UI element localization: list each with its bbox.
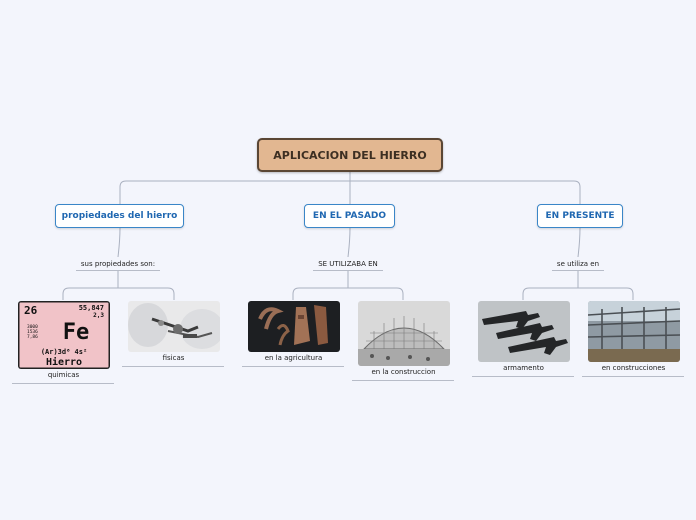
root-label: APLICACION DEL HIERRO [273,148,427,162]
leaf-construccion[interactable]: en la construccion [353,301,454,378]
leaf-label: armamento [503,364,544,372]
sub-node-presente[interactable]: se utiliza en [548,258,608,270]
iron-element-tile-image: 26 55,847 2,3 3000 1536 7,86 Fe (Ar)3d⁶ … [17,301,110,369]
leaf-underline [122,366,224,367]
branch-label: EN EL PASADO [312,211,387,221]
rifles-photo-image [477,301,570,362]
tile-oxidation: 2,3 [93,312,104,319]
leaf-label: en la agricultura [264,354,323,362]
connector-root-branch-1 [119,172,351,204]
tile-property-1: 3000 [27,324,38,330]
leaf-underline [12,383,114,384]
tile-atomic-mass: 55,847 [78,304,103,312]
leaf-quimicas[interactable]: 26 55,847 2,3 3000 1536 7,86 Fe (Ar)3d⁶ … [13,301,114,381]
leaf-label: quimicas [47,371,80,379]
connector-sub-2-leaves [292,270,404,300]
leaf-underline [242,366,344,367]
sub-underline [313,270,383,271]
ancient-iron-tools-photo-image [247,301,340,352]
leaf-fisicas[interactable]: fisicas [123,301,224,364]
sub-node-pasado[interactable]: SE UTILIZABA EN [308,258,388,270]
sub-underline [552,270,604,271]
sub-label: SE UTILIZABA EN [318,260,378,268]
leaf-label: en la construccion [371,368,436,376]
tile-symbol: Fe [62,320,89,345]
root-node[interactable]: APLICACION DEL HIERRO [257,138,443,172]
sub-label: sus propiedades son: [80,260,156,268]
sub-label: se utiliza en [556,260,600,268]
connector-branch-3-sub [577,227,581,258]
sub-node-propiedades[interactable]: sus propiedades son: [72,258,164,270]
leaf-label: fisicas [162,354,185,362]
sub-underline [76,270,160,271]
leaf-underline [582,376,684,377]
branch-label: propiedades del hierro [61,211,178,221]
connector-branch-2-sub [347,227,351,258]
leaf-underline [472,376,574,377]
branch-node-pasado[interactable]: EN EL PASADO [304,204,395,228]
branch-node-presente[interactable]: EN PRESENTE [537,204,623,228]
leaf-agricultura[interactable]: en la agricultura [243,301,344,364]
steel-structure-photo-image [587,301,680,362]
leaf-armamento[interactable]: armamento [473,301,574,374]
tile-atomic-number: 26 [24,304,38,317]
tile-config: (Ar)3d⁶ 4s² [40,348,86,356]
metal-tools-photo-image [127,301,220,352]
connector-root-branch-3 [350,180,581,204]
connector-sub-1-leaves [62,270,175,300]
leaf-construcciones[interactable]: en construcciones [583,301,684,374]
iron-building-engraving-image [357,301,450,366]
connector-branch-1-sub [117,227,121,258]
leaf-underline [352,380,454,381]
branch-node-propiedades[interactable]: propiedades del hierro [55,204,184,228]
tile-property-2: 1536 [27,329,38,335]
leaf-label: en construcciones [601,364,666,372]
tile-name: Hierro [45,356,81,368]
tile-property-3: 7,86 [27,334,38,340]
connector-sub-3-leaves [522,270,634,300]
branch-label: EN PRESENTE [545,211,615,221]
